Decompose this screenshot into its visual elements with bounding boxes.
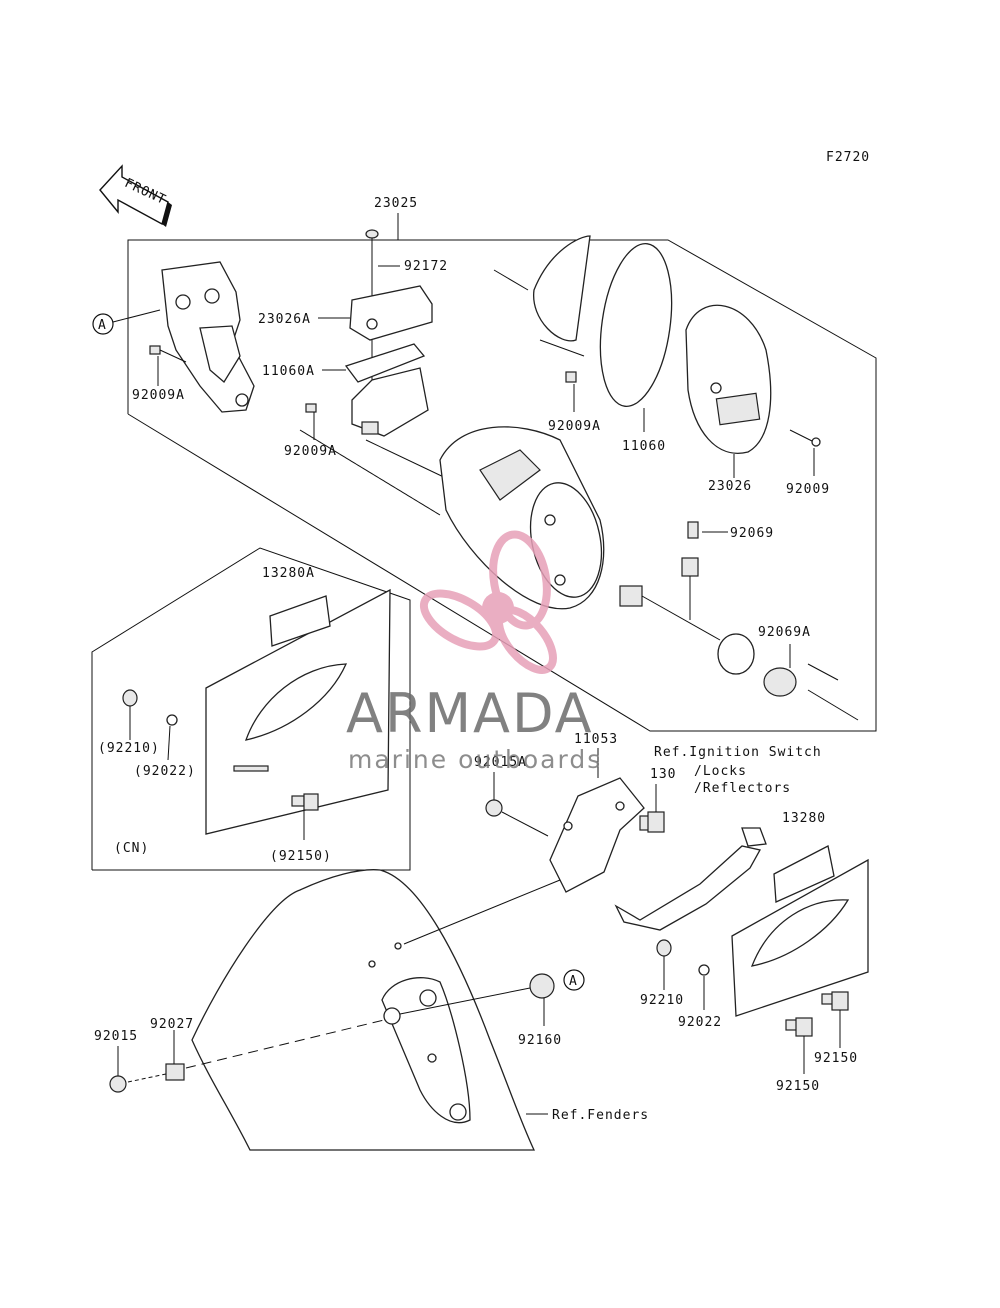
lens-23026a	[349, 285, 433, 341]
label-92022-paren: (92022)	[134, 764, 196, 779]
figure-code: F2720	[826, 150, 870, 165]
armada-logo-icon	[419, 530, 557, 674]
reflector-piece	[493, 235, 591, 357]
label-92150-a: 92150	[814, 1051, 858, 1066]
nut-92015	[109, 1046, 127, 1093]
label-92022: 92022	[678, 1015, 722, 1030]
label-92150-paren: (92150)	[270, 849, 332, 864]
plate-11053	[549, 777, 645, 893]
label-92172: 92172	[404, 259, 448, 274]
label-11053: 11053	[574, 732, 618, 747]
label-13280a: 13280A	[262, 566, 315, 581]
label-92069a: 92069A	[758, 625, 811, 640]
label-130: 130	[650, 767, 676, 782]
ref-a-label: A	[98, 318, 107, 333]
ref-a-label-2: A	[569, 974, 578, 989]
cn-variant-box	[91, 547, 411, 871]
watermark-brand: ARMADA	[346, 682, 594, 745]
washer-92022-cn	[166, 714, 178, 761]
label-92210: 92210	[640, 993, 684, 1008]
nut-92210	[656, 939, 672, 990]
label-cn: (CN)	[114, 841, 149, 856]
lens-23026	[685, 304, 772, 454]
gasket-11060a	[344, 343, 426, 383]
screw-92009	[789, 429, 821, 476]
label-92160: 92160	[518, 1033, 562, 1048]
label-13280: 13280	[782, 811, 826, 826]
gasket-11060	[599, 243, 673, 407]
label-92009: 92009	[786, 482, 830, 497]
label-23025: 23025	[374, 196, 418, 211]
screw-92009a-right	[565, 371, 577, 412]
screw-92009a-left	[149, 345, 187, 363]
nut-92210-cn	[122, 689, 138, 740]
label-11060: 11060	[622, 439, 666, 454]
taillight-housing	[439, 426, 605, 610]
label-ref-ignition: Ref.Ignition Switch	[654, 745, 822, 760]
bulb-socket-wiring	[619, 521, 797, 697]
housing-small	[351, 367, 429, 437]
ref-a-circle-2	[563, 969, 585, 991]
nut-92015a	[485, 772, 549, 837]
bracket-13280	[614, 827, 767, 931]
label-92009a-1: 92009A	[132, 388, 185, 403]
bolt-92150-a	[821, 991, 849, 1048]
label-92009a-3: 92009A	[548, 419, 601, 434]
bolt-92150-b	[785, 1017, 813, 1074]
rear-fender	[191, 869, 561, 1151]
screw-92009a-middle	[305, 403, 317, 440]
label-ref-fenders: Ref.Fenders	[552, 1108, 649, 1123]
watermark-tagline: marine outboards	[348, 745, 602, 774]
grommet-92160	[399, 973, 555, 1026]
label-23026: 23026	[708, 479, 752, 494]
front-arrow-icon: FRONT	[99, 164, 172, 227]
ref-a-circle	[92, 313, 114, 335]
label-23026a: 23026A	[258, 312, 311, 327]
label-92009a-2: 92009A	[284, 444, 337, 459]
bolt-92150-cn	[291, 793, 319, 840]
label-92015: 92015	[94, 1029, 138, 1044]
assembly-23025-outline	[127, 213, 877, 732]
label-92210-paren: (92210)	[98, 741, 160, 756]
label-92069: 92069	[730, 526, 774, 541]
label-11060a: 11060A	[262, 364, 315, 379]
label-92015a: 92015A	[474, 755, 527, 770]
collar-92027	[127, 1019, 385, 1083]
label-ref-reflectors: /Reflectors	[694, 781, 791, 796]
label-92027: 92027	[150, 1017, 194, 1032]
label-92150-b: 92150	[776, 1079, 820, 1094]
license-plate-bracket-cn	[205, 588, 391, 835]
bracket-a	[161, 261, 255, 413]
washer-92022	[698, 964, 710, 1010]
license-plate-bracket	[731, 845, 869, 1017]
bolt-130	[639, 784, 665, 833]
label-ref-locks: /Locks	[694, 764, 747, 779]
